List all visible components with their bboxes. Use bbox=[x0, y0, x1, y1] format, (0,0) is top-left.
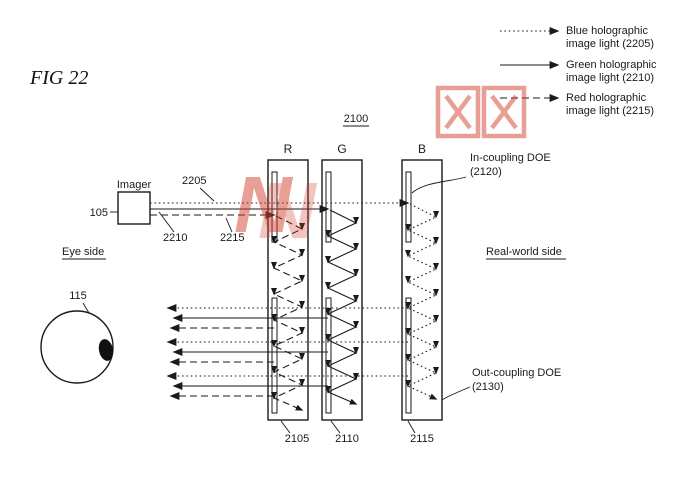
out-coupling-doe-leader bbox=[441, 386, 471, 401]
out-coupling-doe-label-line1: Out-coupling DOE bbox=[472, 367, 561, 379]
watermark-letter: N bbox=[234, 160, 294, 249]
in-coupling-doe-leader bbox=[411, 176, 467, 194]
waveguide-r-ref-leader bbox=[280, 420, 291, 434]
waveguide-b-letter: B bbox=[418, 142, 426, 156]
waveguide-b-ref-leader bbox=[407, 420, 416, 434]
green-ref-label: 2210 bbox=[163, 232, 187, 244]
out-coupling-doe-b bbox=[405, 297, 412, 414]
pupil-icon bbox=[98, 339, 114, 361]
figure-title: FIG 22 bbox=[29, 67, 88, 89]
red-ref-label: 2215 bbox=[220, 232, 244, 244]
waveguide-g-ref-label: 2110 bbox=[335, 433, 359, 445]
imager-box bbox=[117, 191, 151, 225]
legend-green-label-line1: Green holographic bbox=[566, 59, 657, 71]
green-ref-leader bbox=[158, 211, 175, 233]
imager-ref-label: 105 bbox=[90, 207, 108, 219]
watermark-letter-shadow: N bbox=[258, 166, 318, 255]
assembly-ref-label: 2100 bbox=[344, 113, 368, 125]
eye-ref-leader bbox=[82, 302, 90, 314]
in-coupling-doe-label-line2: (2120) bbox=[470, 166, 502, 178]
legend: Blue holographic image light (2205) Gree… bbox=[500, 25, 657, 117]
waveguide-r-letter: R bbox=[284, 142, 293, 156]
blue-ref-leader bbox=[199, 187, 215, 202]
eye-illustration: 115 bbox=[40, 290, 114, 384]
waveguide-g-ref-leader bbox=[330, 420, 341, 434]
legend-red-label-line1: Red holographic bbox=[566, 92, 647, 104]
blue-ref-label: 2205 bbox=[182, 175, 206, 187]
out-coupling-doe-label-line2: (2130) bbox=[472, 381, 504, 393]
in-coupling-doe-g bbox=[325, 171, 332, 243]
red-ref-leader bbox=[225, 217, 233, 233]
imager-label: Imager bbox=[117, 179, 152, 191]
legend-red-label-line2: image light (2215) bbox=[566, 105, 654, 117]
legend-blue-label-line2: image light (2205) bbox=[566, 38, 654, 50]
legend-blue-label-line1: Blue holographic bbox=[566, 25, 648, 37]
imager-block: Imager 105 bbox=[90, 179, 152, 225]
watermark-stamp-icon bbox=[435, 85, 527, 139]
eye-ref-label: 115 bbox=[69, 290, 87, 302]
real-world-side-label: Real-world side bbox=[486, 246, 562, 258]
eyeball-icon bbox=[40, 310, 114, 384]
waveguide-g-letter: G bbox=[337, 142, 346, 156]
legend-green-label-line2: image light (2210) bbox=[566, 72, 654, 84]
blue-zigzag-path bbox=[404, 203, 440, 400]
out-coupled-rays bbox=[166, 304, 408, 400]
in-coupling-doe-label-line1: In-coupling DOE bbox=[470, 152, 551, 164]
waveguide-b-ref-label: 2115 bbox=[410, 433, 434, 445]
waveguide-r-ref-label: 2105 bbox=[285, 433, 309, 445]
eye-side-label: Eye side bbox=[62, 246, 104, 258]
watermark: N N bbox=[234, 85, 527, 255]
